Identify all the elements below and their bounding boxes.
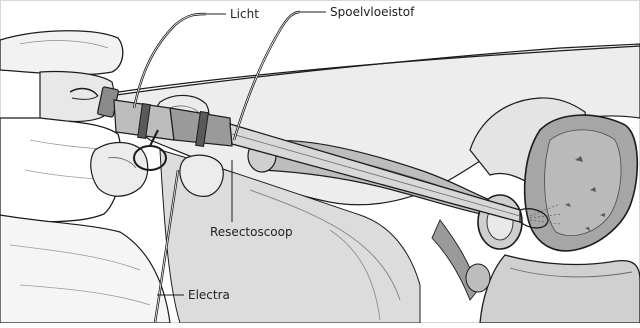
- label-electra: Electra: [188, 288, 230, 302]
- label-spoelvloeistof: Spoelvloeistof: [330, 5, 415, 19]
- label-resectoscoop: Resectoscoop: [210, 225, 293, 239]
- label-licht: Licht: [230, 7, 259, 21]
